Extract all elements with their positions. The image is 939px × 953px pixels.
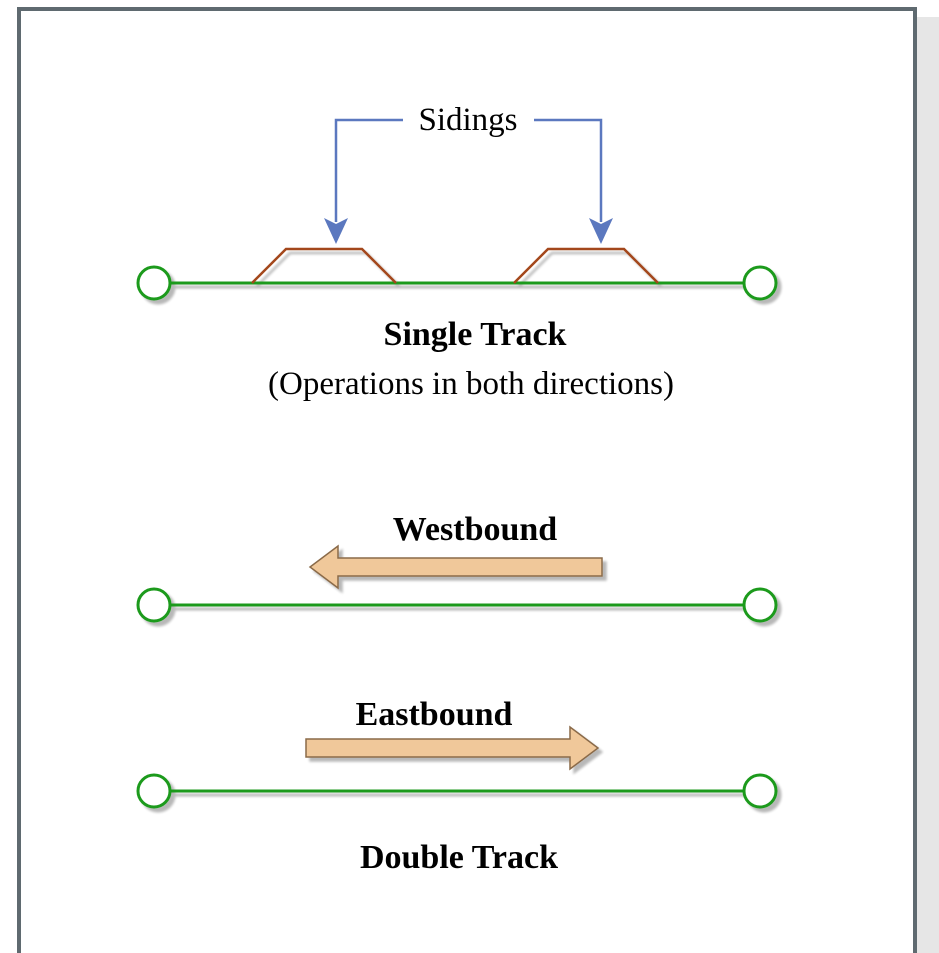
westbound-track (136, 587, 778, 623)
single-track-subtitle: (Operations in both directions) (268, 366, 674, 402)
double-track-title: Double Track (360, 839, 558, 876)
westbound-arrow-icon (308, 544, 603, 590)
siding-right (513, 247, 659, 284)
single-track (136, 247, 778, 301)
westbound-track-east-endpoint (742, 587, 778, 623)
sidings-arrow-right-head (589, 218, 613, 244)
eastbound-track-west-endpoint (136, 773, 172, 809)
eastbound-track-east-endpoint (742, 773, 778, 809)
eastbound-label: Eastbound (356, 696, 513, 733)
eastbound-track (136, 773, 778, 809)
eastbound-arrow-icon (305, 725, 600, 771)
eastbound-arrow (305, 725, 600, 771)
single-track-title: Single Track (384, 316, 567, 353)
westbound-track-west-endpoint (136, 587, 172, 623)
sidings-arrow-right-line (534, 118, 603, 222)
single-track-east-endpoint (742, 265, 778, 301)
westbound-arrow (308, 544, 603, 590)
westbound-label: Westbound (393, 511, 557, 548)
sidings-arrow-left-head (324, 218, 348, 244)
sidings-arrow-left-line (334, 118, 403, 222)
single-track-west-endpoint (136, 265, 172, 301)
sidings-label: Sidings (418, 102, 517, 138)
siding-left (251, 247, 397, 284)
sidings-callout: Sidings (324, 102, 613, 244)
